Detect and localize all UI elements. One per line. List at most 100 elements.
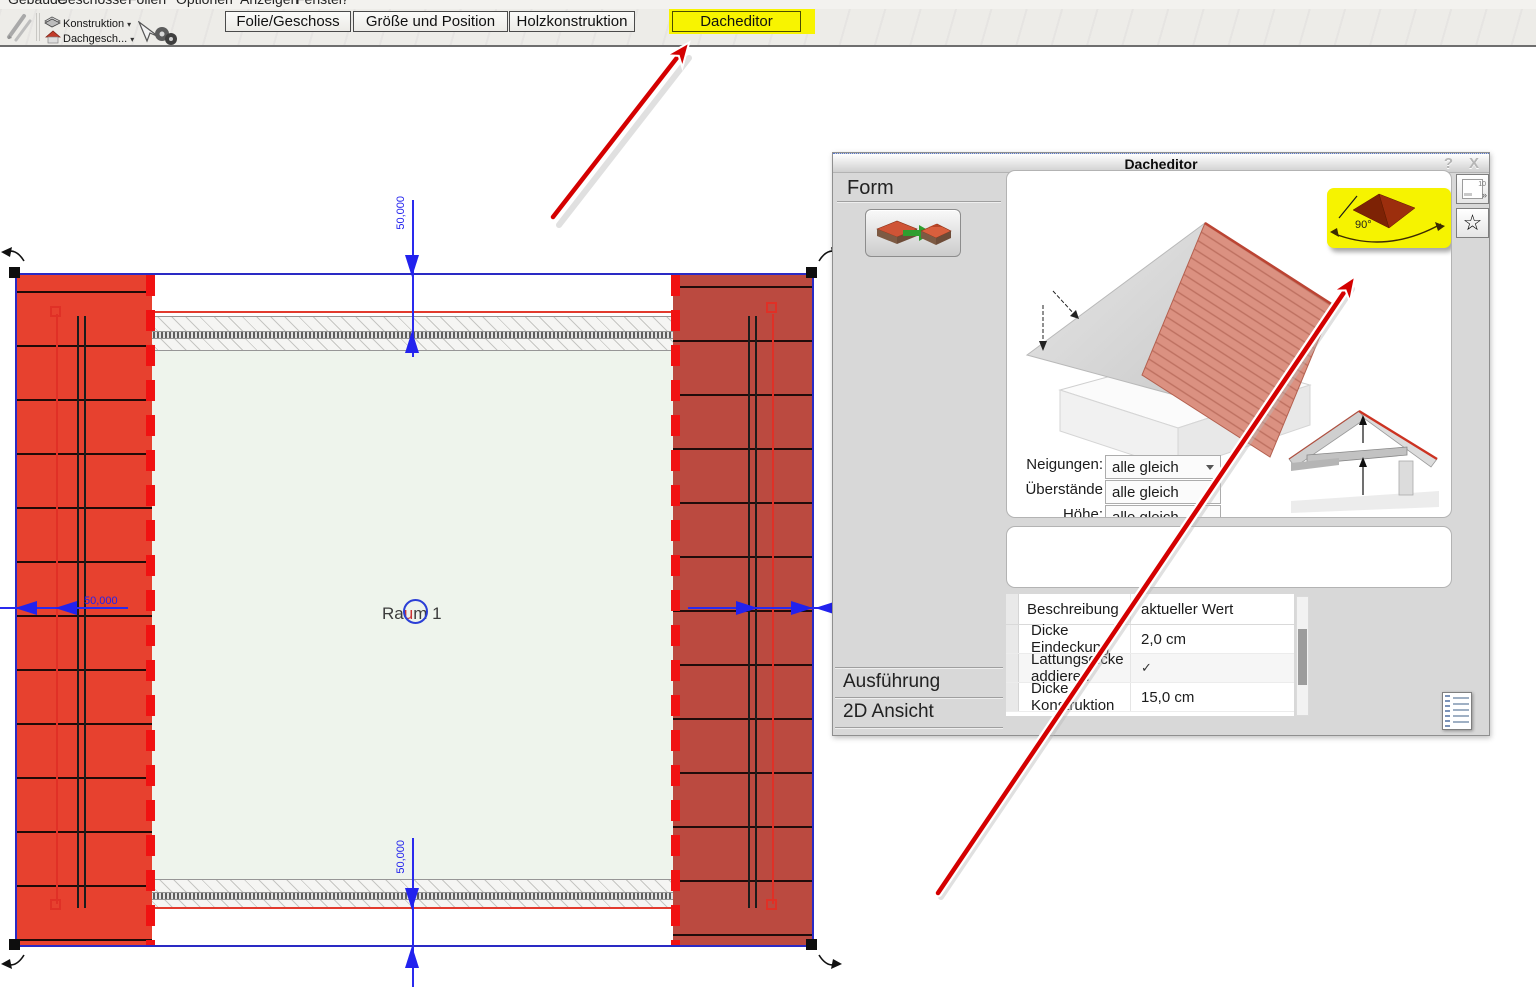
storey-dropdown-label: Dachgesch... xyxy=(63,33,128,45)
menu-item-anzeigen[interactable]: Anzeigen xyxy=(240,0,298,7)
dimension-line-top xyxy=(412,200,414,357)
dimension-arrow xyxy=(15,601,37,615)
dimension-arrow xyxy=(405,888,419,910)
storey-dropdown[interactable]: Dachgesch...▾ xyxy=(63,29,134,47)
parameter-table: Beschreibung aktueller Wert Dicke Eindec… xyxy=(1006,594,1294,716)
cursor-gear-icon[interactable] xyxy=(137,21,179,47)
table-gutter xyxy=(1006,683,1019,711)
sidebar-section-form[interactable]: Form xyxy=(847,177,894,199)
row-value[interactable]: 15,0 cm xyxy=(1141,688,1195,706)
ueberstaende-value: alle gleich xyxy=(1112,483,1179,501)
hoehe-value: alle gleich xyxy=(1112,508,1179,518)
gable-wall-line xyxy=(77,316,79,908)
dimension-value-top[interactable]: 50,000 xyxy=(395,196,407,230)
rotate-handle-icon[interactable] xyxy=(0,953,26,971)
favorites-button[interactable]: ☆ xyxy=(1456,208,1489,238)
layout-icon-bar xyxy=(1464,193,1472,196)
column-header[interactable]: aktueller Wert xyxy=(1141,600,1234,618)
help-button[interactable]: ? xyxy=(1443,155,1453,172)
dimension-line-right xyxy=(688,607,830,609)
dimension-arrow xyxy=(815,601,837,615)
row-label: Lattungsdicke addieren xyxy=(1019,651,1131,685)
rotate-handle-icon[interactable] xyxy=(817,953,843,971)
menu-item-gebaeude[interactable]: Gebäude xyxy=(8,0,66,7)
edge-handle[interactable] xyxy=(766,302,777,313)
table-scrollbar[interactable] xyxy=(1296,596,1309,716)
hip-roof-icon xyxy=(1330,193,1445,243)
menu-item-folien[interactable]: Folien xyxy=(128,0,166,7)
resize-handle-top-right[interactable] xyxy=(806,267,817,278)
row-label: Dicke Eindeckung xyxy=(1019,622,1131,656)
resize-handle-bottom-left[interactable] xyxy=(9,939,20,950)
draw-tool-icon[interactable] xyxy=(4,12,34,42)
chevron-down-icon xyxy=(1206,489,1214,495)
dimension-line-bottom xyxy=(412,838,414,987)
layout-icon-mark: 10 xyxy=(1478,181,1486,188)
layer-dropdown[interactable]: Konstruktion▾ xyxy=(63,14,131,32)
rotate-handle-icon[interactable] xyxy=(0,245,26,263)
description-panel xyxy=(1006,526,1452,588)
roof-panel-left[interactable] xyxy=(15,275,152,945)
roof-shape-button[interactable] xyxy=(865,209,961,257)
row-value[interactable]: 2,0 cm xyxy=(1141,630,1187,648)
dimension-arrow xyxy=(55,601,77,615)
selected-edge-line xyxy=(772,314,774,904)
report-list-icon-lines xyxy=(1453,697,1469,727)
tab-folie-geschoss[interactable]: Folie/Geschoss xyxy=(225,11,351,32)
row-label: Dicke Konstruktion xyxy=(1019,680,1131,714)
neigungen-select[interactable]: alle gleich xyxy=(1105,455,1221,479)
tab-dacheditor[interactable]: Dacheditor xyxy=(672,11,801,32)
toolbar-separator xyxy=(36,13,40,41)
edge-handle[interactable] xyxy=(50,899,61,910)
resize-handle-top-left[interactable] xyxy=(9,267,20,278)
roof-type-90-button[interactable]: 90° xyxy=(1327,188,1451,248)
report-list-icon[interactable] xyxy=(1442,692,1472,730)
dimension-arrow xyxy=(405,946,419,968)
ueberstaende-select[interactable]: alle gleich xyxy=(1105,480,1221,504)
menu-item-fenster[interactable]: Fenster xyxy=(296,0,343,7)
tab-groesse-position[interactable]: Größe und Position xyxy=(353,11,508,32)
roof-panel-right-edge[interactable] xyxy=(671,275,680,945)
room-center-marker xyxy=(403,599,428,624)
table-row[interactable]: Dicke Eindeckung 2,0 cm xyxy=(1006,622,1294,656)
roof-shape-icon xyxy=(876,220,952,245)
dimension-arrow xyxy=(791,601,813,615)
dialog-title: Dacheditor xyxy=(1124,156,1198,172)
close-button[interactable]: X xyxy=(1468,155,1479,172)
wall-hatch-bottom xyxy=(17,879,812,893)
edge-handle[interactable] xyxy=(766,899,777,910)
table-row[interactable]: Dicke Konstruktion 15,0 cm xyxy=(1006,680,1294,714)
chevron-down-icon: ▾ xyxy=(127,20,132,29)
table-gutter xyxy=(1006,594,1019,624)
layout-icon: 10 » xyxy=(1462,179,1487,200)
dimension-value-bottom[interactable]: 50,000 xyxy=(395,840,407,874)
sidebar-section-2d-ansicht[interactable]: 2D Ansicht xyxy=(843,701,934,722)
hoehe-select[interactable]: alle gleich xyxy=(1105,505,1221,518)
sidebar-separator xyxy=(835,667,1003,669)
scrollbar-thumb[interactable] xyxy=(1298,629,1307,685)
resize-handle-bottom-right[interactable] xyxy=(806,939,817,950)
tab-holzkonstruktion[interactable]: Holzkonstruktion xyxy=(509,11,635,32)
menu-item-geschosse[interactable]: Geschosse xyxy=(57,0,127,7)
table-gutter xyxy=(1006,625,1019,653)
wall-hatch-top xyxy=(17,316,812,332)
menu-item-help[interactable]: ? xyxy=(341,0,349,7)
row-checkbox[interactable]: ✓ xyxy=(1141,660,1152,675)
chevron-down-icon xyxy=(1206,464,1214,470)
dimension-arrow xyxy=(405,255,419,277)
layout-icon-chevrons: » xyxy=(1481,190,1487,200)
tab-label: Holzkonstruktion xyxy=(516,13,628,30)
column-header[interactable]: Beschreibung xyxy=(1019,594,1131,624)
sidebar-section-ausfuehrung[interactable]: Ausführung xyxy=(843,671,941,692)
roof-panel-left-edge[interactable] xyxy=(146,275,155,945)
edge-handle[interactable] xyxy=(50,306,61,317)
layout-toggle-button[interactable]: 10 » xyxy=(1456,174,1489,204)
menu-item-optionen[interactable]: Optionen xyxy=(176,0,233,7)
neigungen-value: alle gleich xyxy=(1112,458,1179,476)
layer-icon xyxy=(44,16,61,28)
table-row[interactable]: Lattungsdicke addieren ✓ xyxy=(1006,651,1294,685)
wall-edge-line xyxy=(17,311,812,313)
hoehe-label: Höhe: xyxy=(1062,506,1103,518)
menu-bar: Gebäude Geschosse Folien Optionen Anzeig… xyxy=(0,0,1536,9)
dimension-value-left[interactable]: 50,000 xyxy=(84,595,118,607)
